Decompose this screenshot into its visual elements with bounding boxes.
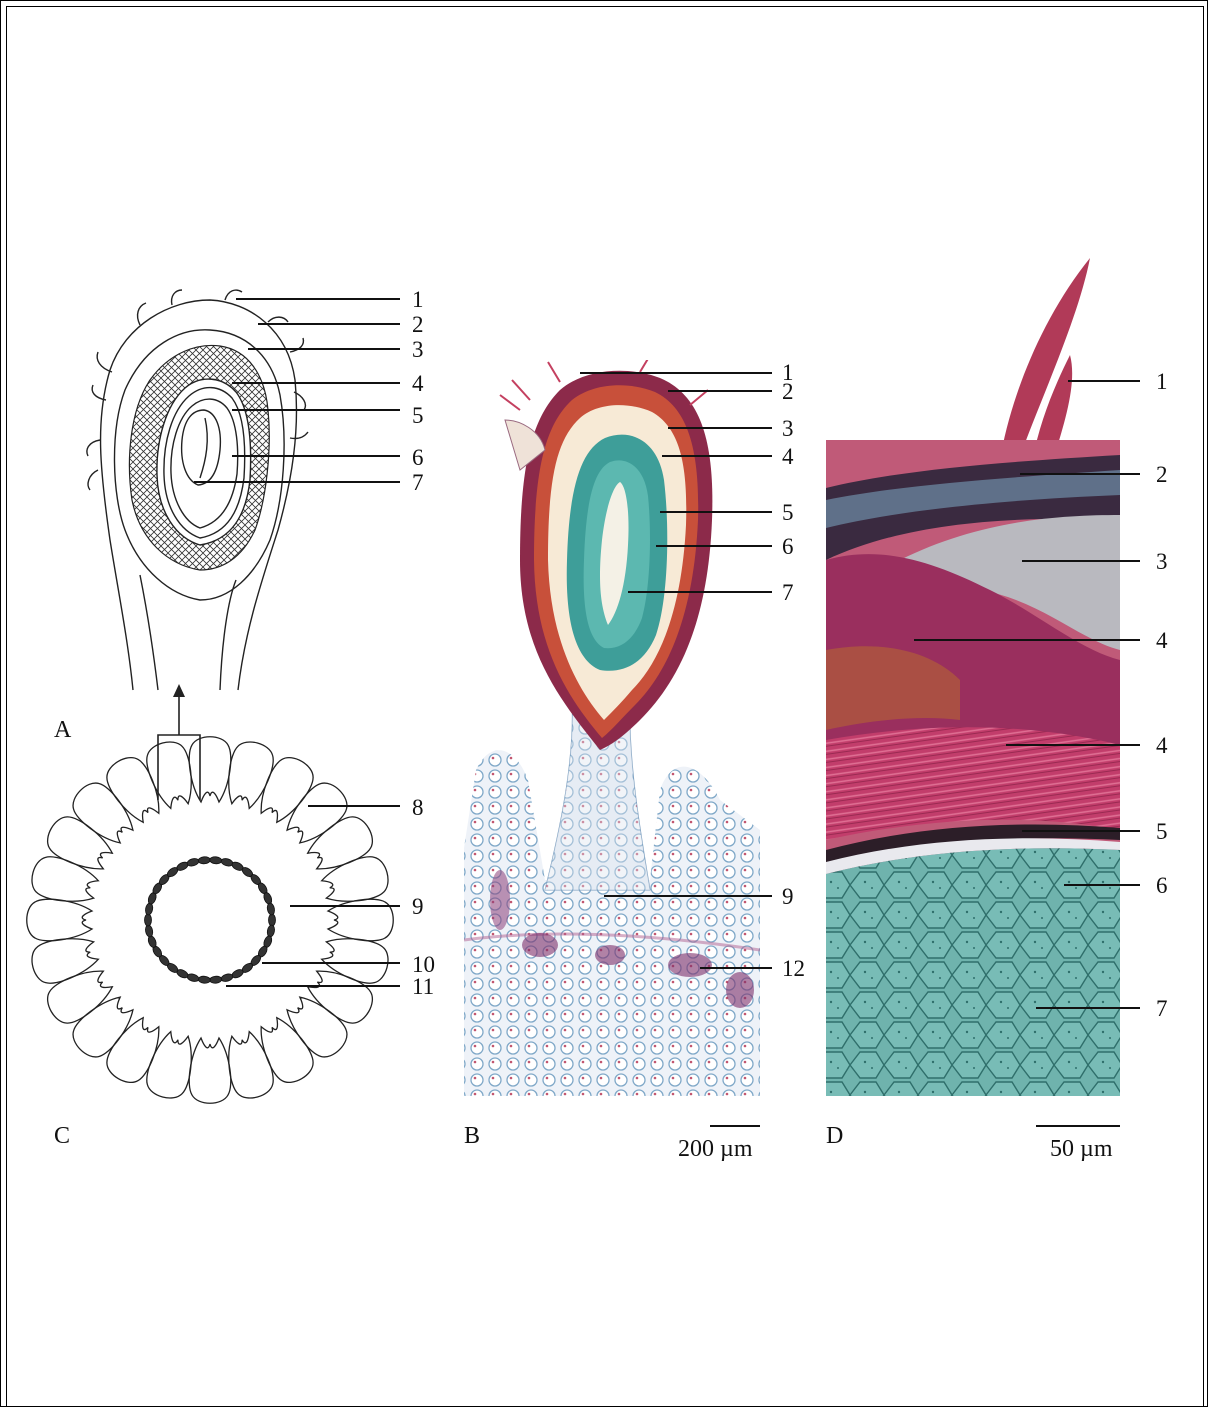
label-a-7: 7 [412,470,424,495]
vascular-bundle [266,924,275,937]
label-d-5: 5 [1156,819,1168,844]
floret-lobe [251,1012,320,1089]
label-b-7: 7 [782,580,794,605]
label-b-4: 4 [782,444,794,469]
vascular-bundle [186,857,199,867]
label-a-1: 1 [412,287,424,312]
vascular-bundle [220,857,233,867]
vascular-bundle [145,924,154,937]
label-d-4a: 4 [1156,628,1168,653]
floret-lobe [27,899,92,941]
floret-lobe [302,810,379,879]
vascular-bundle [266,902,275,915]
floret-lobe [41,961,118,1030]
label-d-7: 7 [1156,996,1168,1021]
label-d-1: 1 [1156,369,1168,394]
floret-lobe [41,810,118,879]
label-c-8: 8 [412,795,424,820]
label-b-2: 2 [782,379,794,404]
vascular-bundle [186,973,199,983]
label-b-9: 9 [782,884,794,909]
vascular-bundle [209,856,222,864]
vascular-bundle [198,856,211,864]
micrograph-b [464,352,760,1096]
labels-a: 1 2 3 4 5 6 7 [412,287,424,495]
label-a-6: 6 [412,445,424,470]
diagram-c [27,737,394,1104]
label-c-11: 11 [412,974,434,999]
label-b-5: 5 [782,500,794,525]
floret-lobe [251,751,320,828]
floret-lobe [189,1038,231,1103]
panel-label-d: D [826,1123,843,1149]
label-d-6: 6 [1156,873,1168,898]
vascular-bundle [220,973,233,983]
labels-b: 1 2 3 4 5 6 7 9 12 [782,360,805,981]
vascular-bundle [269,914,276,926]
floret-lobe [302,961,379,1030]
label-a-3: 3 [412,337,424,362]
vascular-bundle [209,976,222,984]
label-d-4b: 4 [1156,733,1168,758]
scale-bar-b-label: 200 µm [678,1136,753,1162]
scale-bar-d-label: 50 µm [1050,1136,1113,1162]
drawing-a [87,290,308,800]
label-c-9: 9 [412,894,424,919]
label-b-12: 12 [782,956,805,981]
label-b-3: 3 [782,416,794,441]
micrograph-d [826,258,1120,1096]
panel-label-b: B [464,1123,480,1149]
label-a-2: 2 [412,312,424,337]
labels-c: 8 9 10 11 [412,795,435,999]
vascular-bundle [145,914,152,926]
floret-lobe [189,737,231,802]
floret-lobe [100,1012,169,1089]
labels-d: 1 2 3 4 4 5 6 7 [1156,369,1168,1021]
label-d-2: 2 [1156,462,1168,487]
label-b-6: 6 [782,534,794,559]
label-a-5: 5 [412,403,424,428]
label-a-4: 4 [412,371,424,396]
panel-label-a: A [54,717,72,743]
panel-label-c: C [54,1123,70,1149]
diagram-c-bundles [145,856,276,983]
vascular-bundle [198,976,211,984]
label-d-3: 3 [1156,549,1168,574]
vascular-bundle [145,902,154,915]
